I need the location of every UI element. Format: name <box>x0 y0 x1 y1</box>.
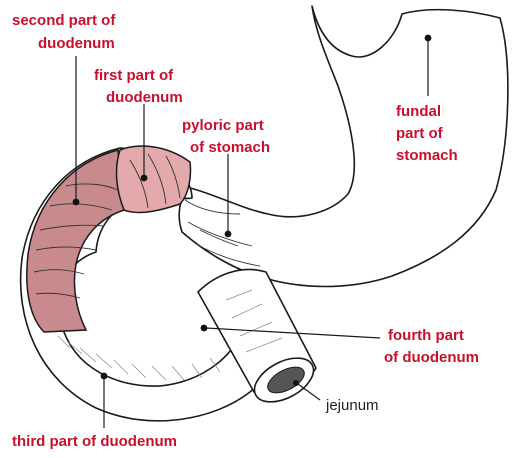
label-fundal-line1: fundal <box>396 103 441 120</box>
first-part-duodenum-shape <box>117 146 191 212</box>
label-third-part: third part of duodenum <box>12 433 177 450</box>
label-second-part-line2: duodenum <box>38 35 115 52</box>
label-pyloric-line1: pyloric part <box>182 117 264 134</box>
label-first-part-line2: duodenum <box>106 89 183 106</box>
label-fourth-part-line1: fourth part <box>388 327 464 344</box>
label-fundal-line3: stomach <box>396 147 458 164</box>
label-fundal-line2: part of <box>396 125 444 142</box>
label-jejunum: jejunum <box>325 397 379 414</box>
label-pyloric-line2: of stomach <box>190 139 270 156</box>
label-second-part-line1: second part of <box>12 12 116 29</box>
label-first-part-line1: first part of <box>94 67 174 84</box>
label-fourth-part-line2: of duodenum <box>384 349 479 366</box>
second-part-duodenum-shape <box>27 150 124 332</box>
